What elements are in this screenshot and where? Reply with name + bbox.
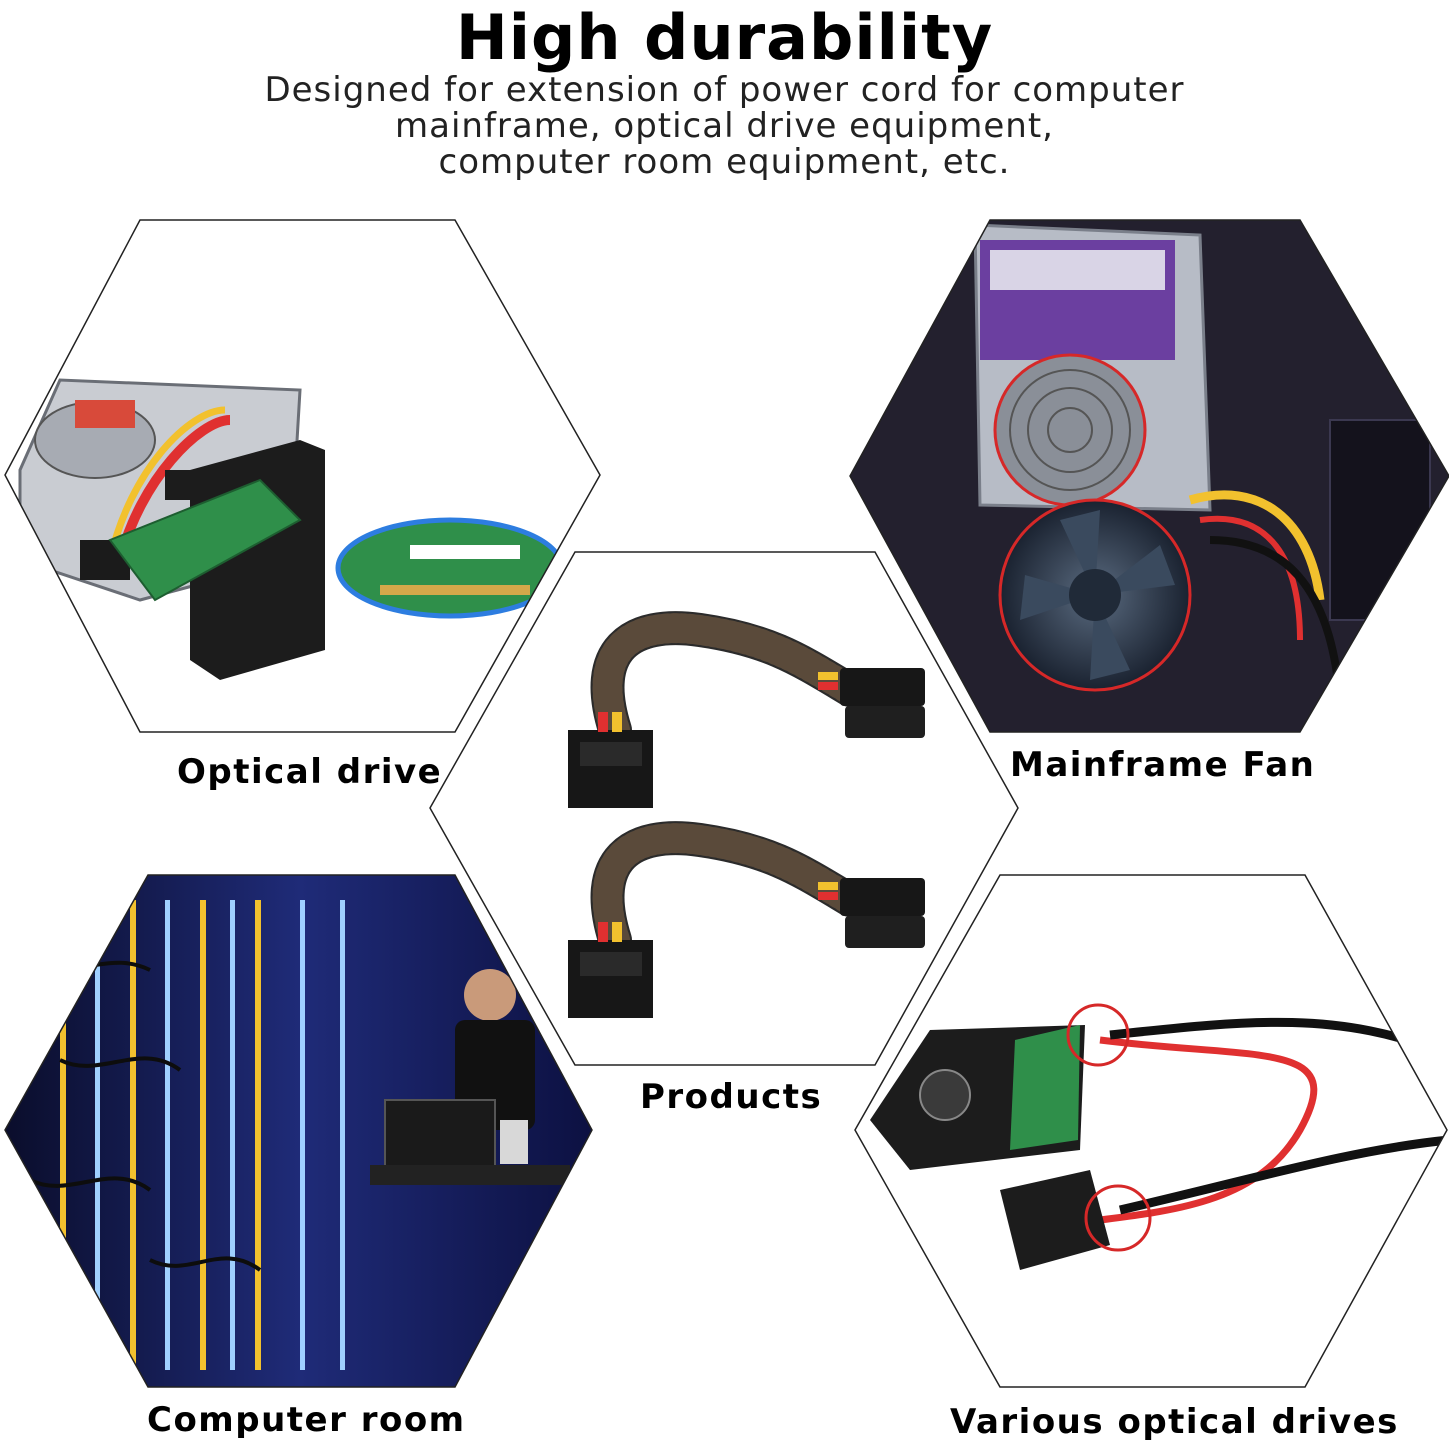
page-subtitle: Designed for extension of power cord for… [0, 72, 1449, 180]
label-optical-drive: Optical drive [177, 752, 443, 792]
optical-drive-hexagon-outline [4, 219, 601, 733]
label-mainframe-fan: Mainframe Fan [1010, 745, 1316, 785]
subtitle-line-2: mainframe, optical drive equipment, [395, 106, 1054, 146]
label-computer-room: Computer room [147, 1400, 466, 1440]
label-products: Products [640, 1077, 823, 1117]
computer-room-hexagon-outline [4, 874, 593, 1388]
subtitle-line-3: computer room equipment, etc. [438, 142, 1011, 182]
optical-drive-photo [5, 220, 600, 732]
various-optical-drives-hexagon-outline [854, 874, 1448, 1388]
product-cable-top [568, 611, 925, 808]
subtitle-line-1: Designed for extension of power cord for… [264, 70, 1185, 110]
computer-room-photo [5, 875, 592, 1387]
mainframe-fan-hexagon-outline [849, 219, 1449, 733]
label-various-optical-drives: Various optical drives [950, 1402, 1399, 1442]
product-cable-bottom [568, 821, 925, 1018]
various-optical-drives-photo [855, 875, 1447, 1387]
page-title: High durability [455, 1, 994, 74]
